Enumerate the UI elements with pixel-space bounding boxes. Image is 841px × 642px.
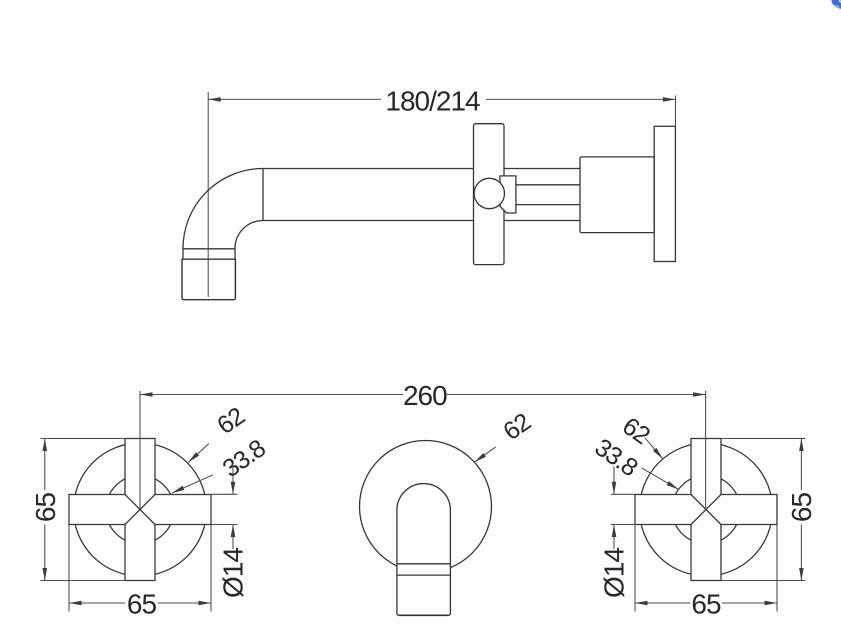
svg-text:65: 65 [786, 493, 817, 523]
svg-text:62: 62 [617, 412, 654, 450]
svg-text:33.8: 33.8 [218, 434, 271, 483]
svg-text:62: 62 [498, 408, 535, 446]
svg-text:65: 65 [30, 493, 61, 523]
svg-text:180/214: 180/214 [385, 86, 480, 117]
svg-text:65: 65 [691, 589, 721, 620]
svg-text:Ø14: Ø14 [218, 548, 249, 598]
svg-text:62: 62 [212, 402, 249, 440]
svg-text:Ø14: Ø14 [599, 548, 630, 598]
svg-text:65: 65 [127, 589, 157, 620]
svg-text:260: 260 [403, 380, 447, 411]
